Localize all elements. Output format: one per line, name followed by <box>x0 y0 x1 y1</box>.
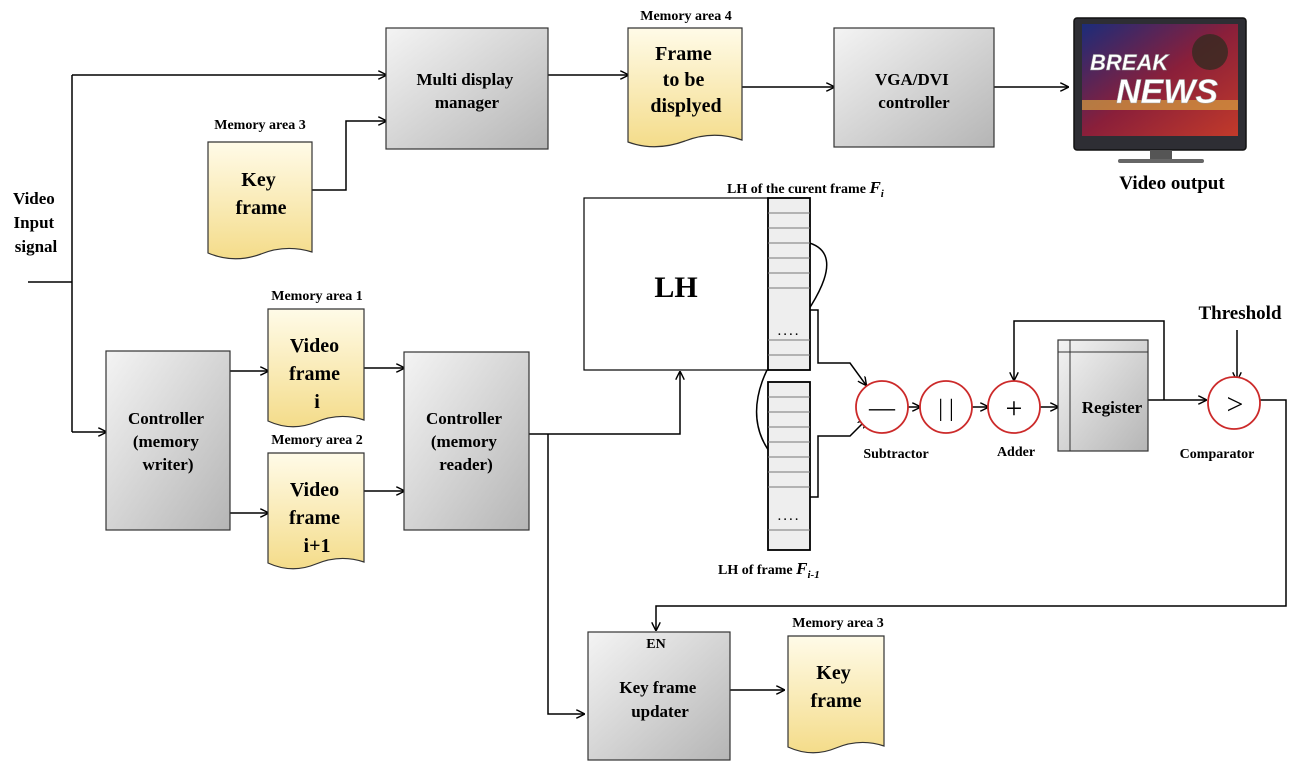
controller-memory-reader: Controller (memory reader) <box>404 352 529 530</box>
comparator-label: Comparator <box>1180 447 1255 462</box>
comparator: > Comparator <box>1180 377 1260 462</box>
controller-memory-writer: Controller (memory writer) <box>106 351 230 530</box>
monitor-icon: BREAK NEWS <box>1074 18 1246 163</box>
current-frame-histogram: .... <box>768 198 810 370</box>
svg-text:Register: Register <box>1082 398 1143 417</box>
greater-than-symbol: > <box>1227 388 1244 421</box>
memory-area-caption: Memory area 1 <box>271 289 362 304</box>
arrow-current-hist-to-subtractor <box>810 310 866 385</box>
vga-dvi-controller: VGA/DVI controller <box>834 28 994 147</box>
memory-area-3-bottom: Memory area 3 Key frame <box>788 616 884 753</box>
arrow-reader-to-updater <box>548 434 584 714</box>
memory-area-caption: Memory area 3 <box>792 616 883 631</box>
register-block: Register <box>1058 340 1148 451</box>
memory-area-1: Memory area 1 Video frame i <box>268 289 364 427</box>
monitor-headline-bottom: NEWS <box>1116 73 1218 111</box>
memory-area-4: Memory area 4 Frame to be displyed <box>628 9 742 147</box>
absolute-value: | | <box>920 381 972 433</box>
arrow-previous-hist-to-subtractor <box>810 420 866 497</box>
memory-area-2: Memory area 2 Video frame i+1 <box>268 433 364 569</box>
plus-symbol: + <box>1006 392 1023 425</box>
minus-symbol: — <box>868 393 896 422</box>
arrow-keyframe-to-manager <box>312 121 386 190</box>
video-output-label: Video output <box>1119 173 1225 194</box>
threshold-label: Threshold <box>1198 303 1282 324</box>
svg-text:LH: LH <box>654 271 697 304</box>
subtractor: — Subtractor <box>856 381 929 462</box>
memory-area-3-top: Memory area 3 Key frame <box>208 118 312 259</box>
svg-text:EN: EN <box>646 637 665 652</box>
memory-area-caption: Memory area 4 <box>640 9 731 24</box>
arrow-comparator-to-updater <box>656 400 1286 630</box>
subtractor-label: Subtractor <box>863 447 928 462</box>
svg-text:....: .... <box>778 508 801 524</box>
abs-symbol: | | <box>938 396 954 422</box>
previous-histogram-caption: LH of frame Fi-1 <box>718 559 820 581</box>
key-frame-updater: EN Key frame updater <box>588 632 730 760</box>
monitor-headline-top: BREAK <box>1090 50 1170 75</box>
previous-frame-histogram: .... <box>768 382 810 550</box>
lh-block: LH <box>584 198 768 370</box>
multi-display-manager: Multi display manager <box>386 28 548 149</box>
arrow-reader-to-lh <box>529 372 680 434</box>
memory-area-caption: Memory area 3 <box>214 118 305 133</box>
input-label: Video Input signal <box>13 189 59 256</box>
memory-area-caption: Memory area 2 <box>271 433 362 448</box>
current-histogram-caption: LH of the curent frame Fi <box>727 178 885 200</box>
adder-label: Adder <box>997 445 1035 460</box>
adder: + Adder <box>988 381 1040 460</box>
svg-text:....: .... <box>778 323 801 339</box>
